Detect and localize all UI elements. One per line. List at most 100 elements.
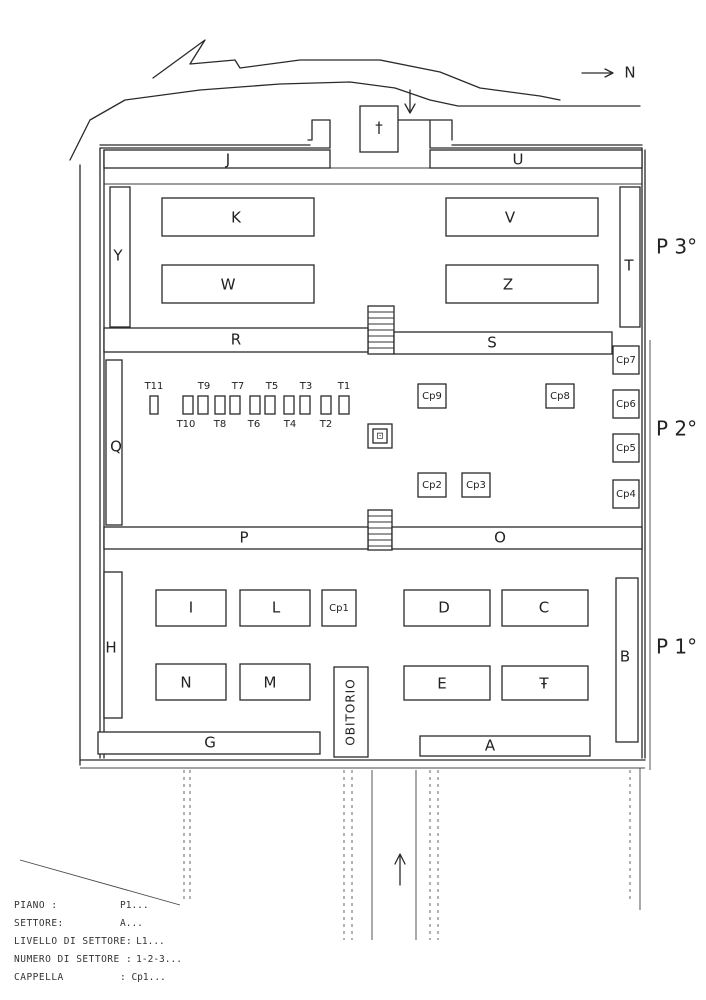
- sector-g-label: G: [204, 734, 216, 752]
- sector-n-label: N: [180, 674, 191, 692]
- sector-y-label: Y: [112, 247, 123, 265]
- chapel-cp6-label: Cp6: [616, 399, 636, 410]
- sector-b: [615, 577, 639, 743]
- sector-y: [109, 186, 131, 328]
- tomb-t10-label: T10: [176, 419, 196, 430]
- sector-z: [445, 264, 599, 304]
- tomb-t11: [149, 395, 159, 415]
- tomb-t9-label: T9: [197, 381, 210, 392]
- tomb-t4: [283, 395, 295, 415]
- sector-i: [155, 589, 227, 627]
- sector-h: [103, 571, 123, 719]
- tomb-t6-label: T6: [247, 419, 260, 430]
- sector-d: [403, 589, 491, 627]
- legend-key: SETTORE:: [14, 917, 64, 929]
- sector-f: [501, 665, 589, 701]
- cross-icon: †: [375, 119, 383, 137]
- top-wall: †: [99, 89, 643, 153]
- floor-1: H I L Cp1 D C N M OBITORIO E Ŧ B G A P 1…: [97, 571, 697, 758]
- floor-2-label: P 2°: [656, 417, 697, 441]
- chapel-cp8-label: Cp8: [550, 391, 570, 402]
- sector-v: [445, 197, 599, 237]
- sector-l: [239, 589, 311, 627]
- sector-k: [161, 197, 315, 237]
- sector-t-label: T: [623, 257, 634, 275]
- sector-o-label: O: [494, 529, 506, 547]
- legend-value: 1-2-3...: [136, 953, 182, 965]
- floor-3: J U Y K V W Z T P 3°: [103, 149, 697, 328]
- tomb-t1: [338, 395, 350, 415]
- sector-p: [103, 526, 369, 550]
- sector-s: [393, 331, 613, 355]
- sector-a: [419, 735, 591, 757]
- chapel-cp9: [417, 383, 447, 409]
- sector-q: [105, 359, 123, 526]
- road-outline: [69, 39, 641, 161]
- floor-1-label: P 1°: [656, 635, 697, 659]
- sector-z-label: Z: [503, 276, 513, 294]
- tomb-t7-label: T7: [231, 381, 244, 392]
- sector-j: [103, 149, 331, 169]
- chapel-cp3: [461, 472, 491, 498]
- tomb-t10: [182, 395, 194, 415]
- floor-3-label: P 3°: [656, 235, 697, 259]
- floor-2: Q T11 T9 T7 T5 T3 T1 T10 T8 T6 T4 T2: [105, 345, 697, 526]
- sector-o: [391, 526, 643, 550]
- sector-c: [501, 589, 589, 627]
- sector-t: [619, 186, 641, 328]
- sector-k-label: K: [231, 209, 242, 227]
- legend-value: : Cp1...: [120, 971, 166, 983]
- chapel-cp5: [612, 433, 640, 463]
- sector-w: [161, 264, 315, 304]
- tomb-t3: [299, 395, 311, 415]
- tomb-t8-label: T8: [213, 419, 226, 430]
- tomb-t6: [249, 395, 261, 415]
- sector-u-label: U: [513, 151, 524, 169]
- tomb-t5: [264, 395, 276, 415]
- north-arrow: N: [581, 64, 636, 82]
- legend-row: LIVELLO DI SETTORE: L1...: [14, 932, 314, 950]
- chapel-cp2: [417, 472, 447, 498]
- sector-m-label: M: [264, 674, 277, 692]
- sector-i-label: I: [189, 599, 193, 617]
- chapel-cp4-label: Cp4: [616, 489, 636, 500]
- obitorio-building: [333, 666, 369, 758]
- tomb-t11-label: T11: [144, 381, 164, 392]
- sector-s-label: S: [487, 334, 497, 352]
- legend-row: PIANO : P1...: [14, 896, 314, 914]
- corridor-r-s: R S: [103, 327, 613, 355]
- sector-e-label: E: [437, 675, 446, 693]
- stairs-lower: [367, 509, 393, 551]
- sector-n: [155, 663, 227, 701]
- sector-v-label: V: [505, 209, 516, 227]
- tomb-t4-label: T4: [283, 419, 296, 430]
- tomb-t1-label: T1: [337, 381, 350, 392]
- sector-a-label: A: [485, 737, 496, 755]
- tomb-t2-label: T2: [319, 419, 332, 430]
- chapel-cp2-label: Cp2: [422, 480, 442, 491]
- sector-p-label: P: [239, 529, 248, 547]
- tomb-t5-label: T5: [265, 381, 278, 392]
- legend-value: L1...: [136, 935, 165, 947]
- sector-j-label: J: [225, 151, 230, 169]
- sector-m: [239, 663, 311, 701]
- chapel-cp7: [612, 345, 640, 375]
- chapel-cp5-label: Cp5: [616, 443, 636, 454]
- legend-row: CAPPELLA : Cp1...: [14, 968, 314, 986]
- sector-r: [103, 327, 369, 353]
- tomb-t2: [320, 395, 332, 415]
- sector-h-label: H: [105, 639, 116, 657]
- lower-structure: [19, 759, 646, 940]
- tomb-t3-label: T3: [299, 381, 312, 392]
- chapel-cp4: [612, 479, 640, 509]
- ossuary-icon: ⊡: [376, 432, 384, 442]
- sector-c-label: C: [539, 599, 549, 617]
- sector-r-label: R: [231, 331, 241, 349]
- legend-row: NUMERO DI SETTORE : 1-2-3...: [14, 950, 314, 968]
- legend-row: SETTORE: A...: [14, 914, 314, 932]
- sector-w-label: W: [221, 276, 236, 294]
- sector-f-label: Ŧ: [538, 675, 549, 693]
- tomb-t7: [229, 395, 241, 415]
- obitorio-label: OBITORIO: [344, 678, 358, 745]
